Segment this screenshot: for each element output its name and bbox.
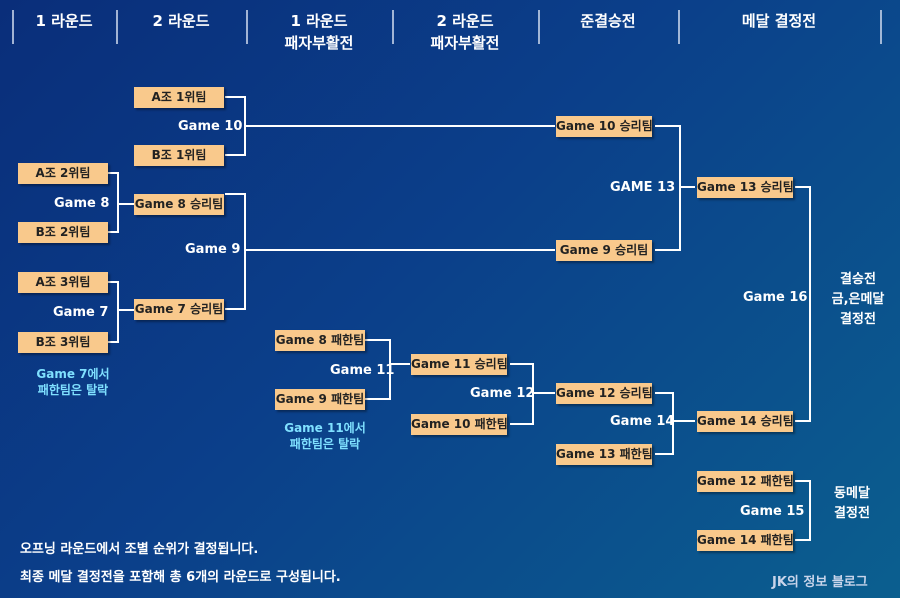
header-divider <box>880 10 882 44</box>
header-divider <box>538 10 540 44</box>
header-repechage-1: 1 라운드 패자부활전 <box>284 12 354 52</box>
header-round-2: 2 라운드 <box>152 12 210 30</box>
header-repechage-2: 2 라운드 패자부활전 <box>430 12 500 52</box>
team-box-b2: B조 2위팀 <box>18 222 108 243</box>
header-divider <box>116 10 118 44</box>
game-label-14: Game 14 <box>610 414 675 429</box>
team-box-game8-loser: Game 8 패한팀 <box>275 330 365 351</box>
header-divider <box>246 10 248 44</box>
team-box-game7-winner: Game 7 승리팀 <box>134 299 224 320</box>
team-box-game8-winner: Game 8 승리팀 <box>134 194 224 215</box>
game-label-9: Game 9 <box>185 242 241 257</box>
team-box-game10-loser: Game 10 패한팀 <box>411 414 508 435</box>
game-label-7: Game 7 <box>53 305 109 320</box>
header-medal-match: 메달 결정전 <box>741 12 817 30</box>
team-box-game14-loser: Game 14 패한팀 <box>697 530 794 551</box>
team-box-game12-loser: Game 12 패한팀 <box>697 471 794 492</box>
game-label-12: Game 12 <box>470 386 535 401</box>
team-box-game13-winner: Game 13 승리팀 <box>697 177 794 198</box>
team-box-b1: B조 1위팀 <box>134 145 224 166</box>
team-box-game14-winner: Game 14 승리팀 <box>697 411 794 432</box>
team-box-a1: A조 1위팀 <box>134 87 224 108</box>
gold-silver-final-label: 결승전 금,은메달 결정전 <box>831 272 885 327</box>
elimination-note-game7: Game 7에서 패한팀은 탈락 <box>36 367 110 397</box>
game-label-8: Game 8 <box>54 196 110 211</box>
team-box-a3: A조 3위팀 <box>18 272 108 293</box>
game-label-10: Game 10 <box>178 119 243 134</box>
footer-line-1: 오프닝 라운드에서 조별 순위가 결정됩니다. <box>20 542 259 557</box>
header-divider <box>678 10 680 44</box>
team-box-game12-winner: Game 12 승리팀 <box>556 383 653 404</box>
bronze-final-label: 동메달 결정전 <box>834 486 870 521</box>
elimination-note-game11: Game 11에서 패한팀은 탈락 <box>284 421 366 451</box>
game-label-11: Game 11 <box>330 363 395 378</box>
team-box-game9-loser: Game 9 패한팀 <box>275 389 365 410</box>
team-box-game10-winner: Game 10 승리팀 <box>556 116 653 137</box>
header-divider <box>12 10 14 44</box>
header-divider <box>392 10 394 44</box>
game-label-16: Game 16 <box>743 290 808 305</box>
game-label-13: GAME 13 <box>610 180 676 195</box>
header-round-1: 1 라운드 <box>35 12 93 30</box>
header-semifinal: 준결승전 <box>580 12 636 30</box>
team-box-b3: B조 3위팀 <box>18 332 108 353</box>
footer-line-2: 최종 메달 결정전을 포함해 총 6개의 라운드로 구성됩니다. <box>20 570 341 585</box>
game-label-15: Game 15 <box>740 504 805 519</box>
team-box-game11-winner: Game 11 승리팀 <box>411 354 508 375</box>
team-box-game13-loser: Game 13 패한팀 <box>556 444 653 465</box>
team-box-game9-winner: Game 9 승리팀 <box>556 240 652 261</box>
brand-watermark: JK의 정보 블로그 <box>772 575 868 590</box>
team-box-a2: A조 2위팀 <box>18 163 108 184</box>
